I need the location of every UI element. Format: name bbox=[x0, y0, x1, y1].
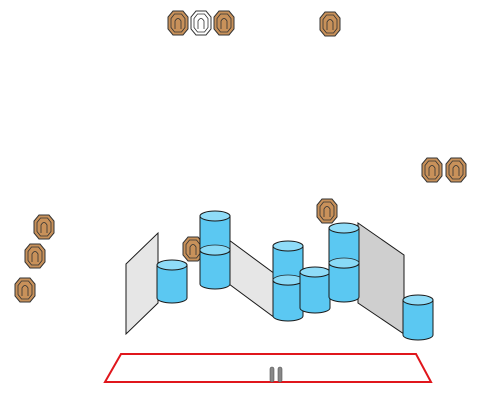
wall-panel bbox=[228, 239, 276, 319]
hud-token-row bbox=[167, 10, 235, 36]
octagon-token-icon bbox=[33, 214, 55, 240]
target-zone-outline[interactable] bbox=[103, 353, 433, 383]
cylinder-piece[interactable] bbox=[328, 222, 360, 303]
octagon-token-icon bbox=[421, 157, 443, 183]
pin-pair bbox=[269, 366, 283, 383]
cylinder-piece[interactable] bbox=[156, 259, 188, 304]
cylinder-piece[interactable] bbox=[199, 210, 231, 290]
cylinder-piece[interactable] bbox=[272, 240, 304, 322]
cylinder-piece[interactable] bbox=[402, 294, 434, 341]
target-zone[interactable] bbox=[103, 353, 433, 383]
empty-octagon-token-icon bbox=[190, 10, 212, 36]
octagon-token-icon bbox=[182, 236, 204, 262]
octagon-token-icon bbox=[24, 243, 46, 269]
cylinder-group bbox=[156, 210, 434, 341]
cylinder-piece[interactable] bbox=[299, 266, 331, 314]
octagon-token-icon bbox=[445, 157, 467, 183]
octagon-token-icon bbox=[319, 11, 341, 37]
wall-group bbox=[125, 222, 405, 336]
octagon-token-icon bbox=[316, 198, 338, 224]
wall-panel bbox=[125, 231, 159, 336]
octagon-token-icon bbox=[14, 277, 36, 303]
octagon-token-icon bbox=[213, 10, 235, 36]
wall-panel bbox=[357, 222, 405, 335]
octagon-token-icon bbox=[167, 10, 189, 36]
loose-tokens bbox=[14, 11, 467, 303]
